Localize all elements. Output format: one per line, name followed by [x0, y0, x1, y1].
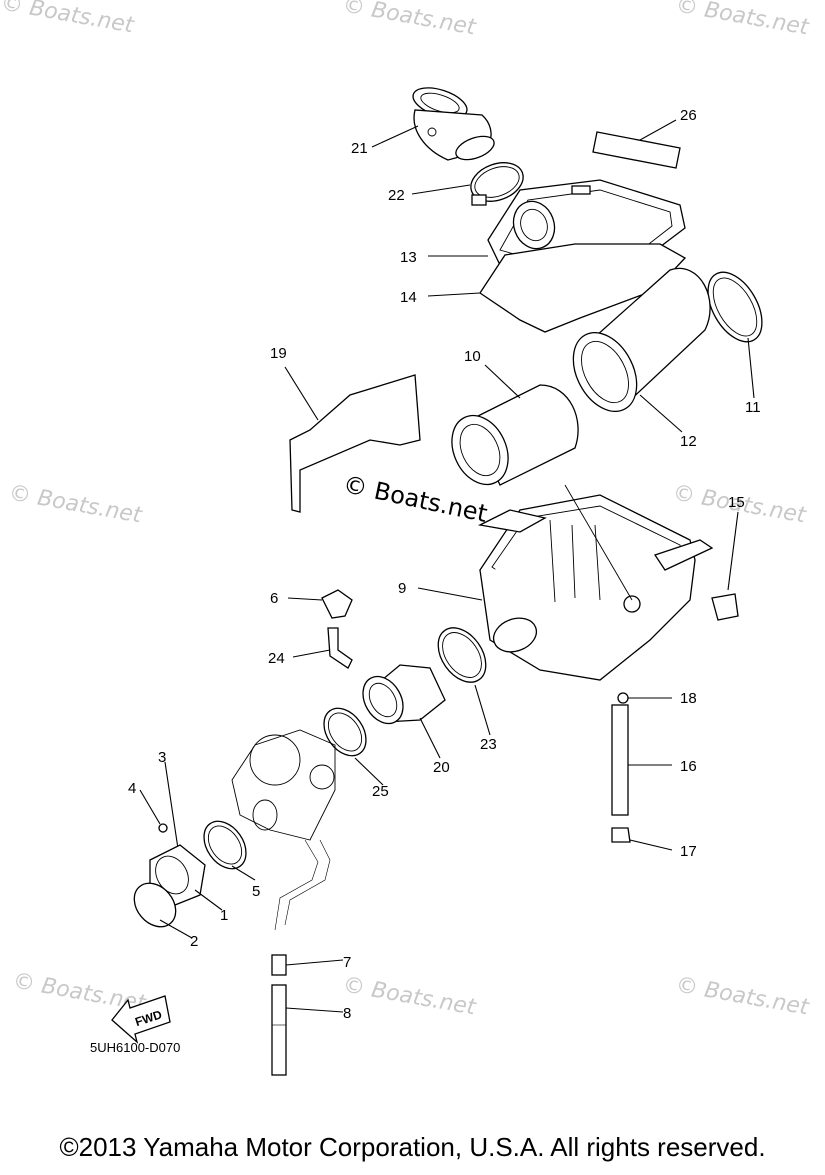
part-4-washer: [158, 823, 168, 833]
part-2-gasket: [133, 882, 177, 928]
part-8-hose: [271, 984, 287, 1076]
part-20-joint: [362, 664, 446, 725]
exploded-parts-diagram: FWD 21 22 26 13 14 10 19 11 12 15 9 6 24…: [111, 87, 763, 1076]
callout-2: 2: [190, 933, 198, 950]
carburetor: [231, 729, 336, 931]
part-24-elbow: [327, 627, 353, 669]
callout-11: 11: [745, 399, 761, 416]
callout-23: 23: [480, 736, 497, 753]
part-9-air-box: [477, 484, 714, 681]
part-12-filter-element: [572, 267, 711, 412]
callout-10: 10: [464, 348, 481, 365]
callout-6: 6: [270, 590, 278, 607]
part-21-intake-duct: [412, 87, 495, 161]
callout-12: 12: [680, 433, 697, 450]
callout-13: 13: [400, 249, 417, 266]
callout-20: 20: [433, 759, 450, 776]
callout-14: 14: [400, 289, 417, 306]
copyright-notice: ©2013 Yamaha Motor Corporation, U.S.A. A…: [59, 1132, 766, 1162]
part-10-inner-filter: [451, 384, 579, 486]
drawing-code: 5UH6100-D070: [90, 1040, 181, 1055]
callout-19: 19: [270, 345, 287, 362]
callout-15: 15: [728, 494, 745, 511]
part-5-clamp: [203, 820, 247, 870]
callout-5: 5: [252, 883, 260, 900]
part-18-clip: [617, 692, 629, 704]
callout-16: 16: [680, 758, 697, 775]
part-22-clamp: [470, 162, 524, 206]
part-15-clip: [711, 593, 739, 621]
part-16-hose: [611, 704, 629, 816]
callout-21: 21: [351, 140, 368, 157]
fwd-arrow-icon: FWD: [111, 995, 171, 1044]
part-11-ring: [707, 271, 763, 343]
part-19-shield: [289, 374, 421, 513]
part-17-plug: [611, 827, 631, 843]
callout-22: 22: [388, 187, 405, 204]
part-26-label: [592, 119, 681, 169]
callout-25: 25: [372, 783, 389, 800]
callout-18: 18: [680, 690, 697, 707]
callout-26: 26: [680, 107, 697, 124]
part-6-cap: [321, 589, 353, 619]
callout-24: 24: [268, 650, 285, 667]
part-23-clamp: [437, 627, 487, 683]
part-7-fitting: [271, 954, 287, 976]
callout-8: 8: [343, 1005, 351, 1022]
callout-7: 7: [343, 954, 351, 971]
callout-1: 1: [220, 907, 228, 924]
callout-3: 3: [158, 749, 166, 766]
callout-17: 17: [680, 843, 697, 860]
part-25-clamp: [323, 707, 367, 757]
callout-9: 9: [398, 580, 406, 597]
callout-4: 4: [128, 780, 136, 797]
